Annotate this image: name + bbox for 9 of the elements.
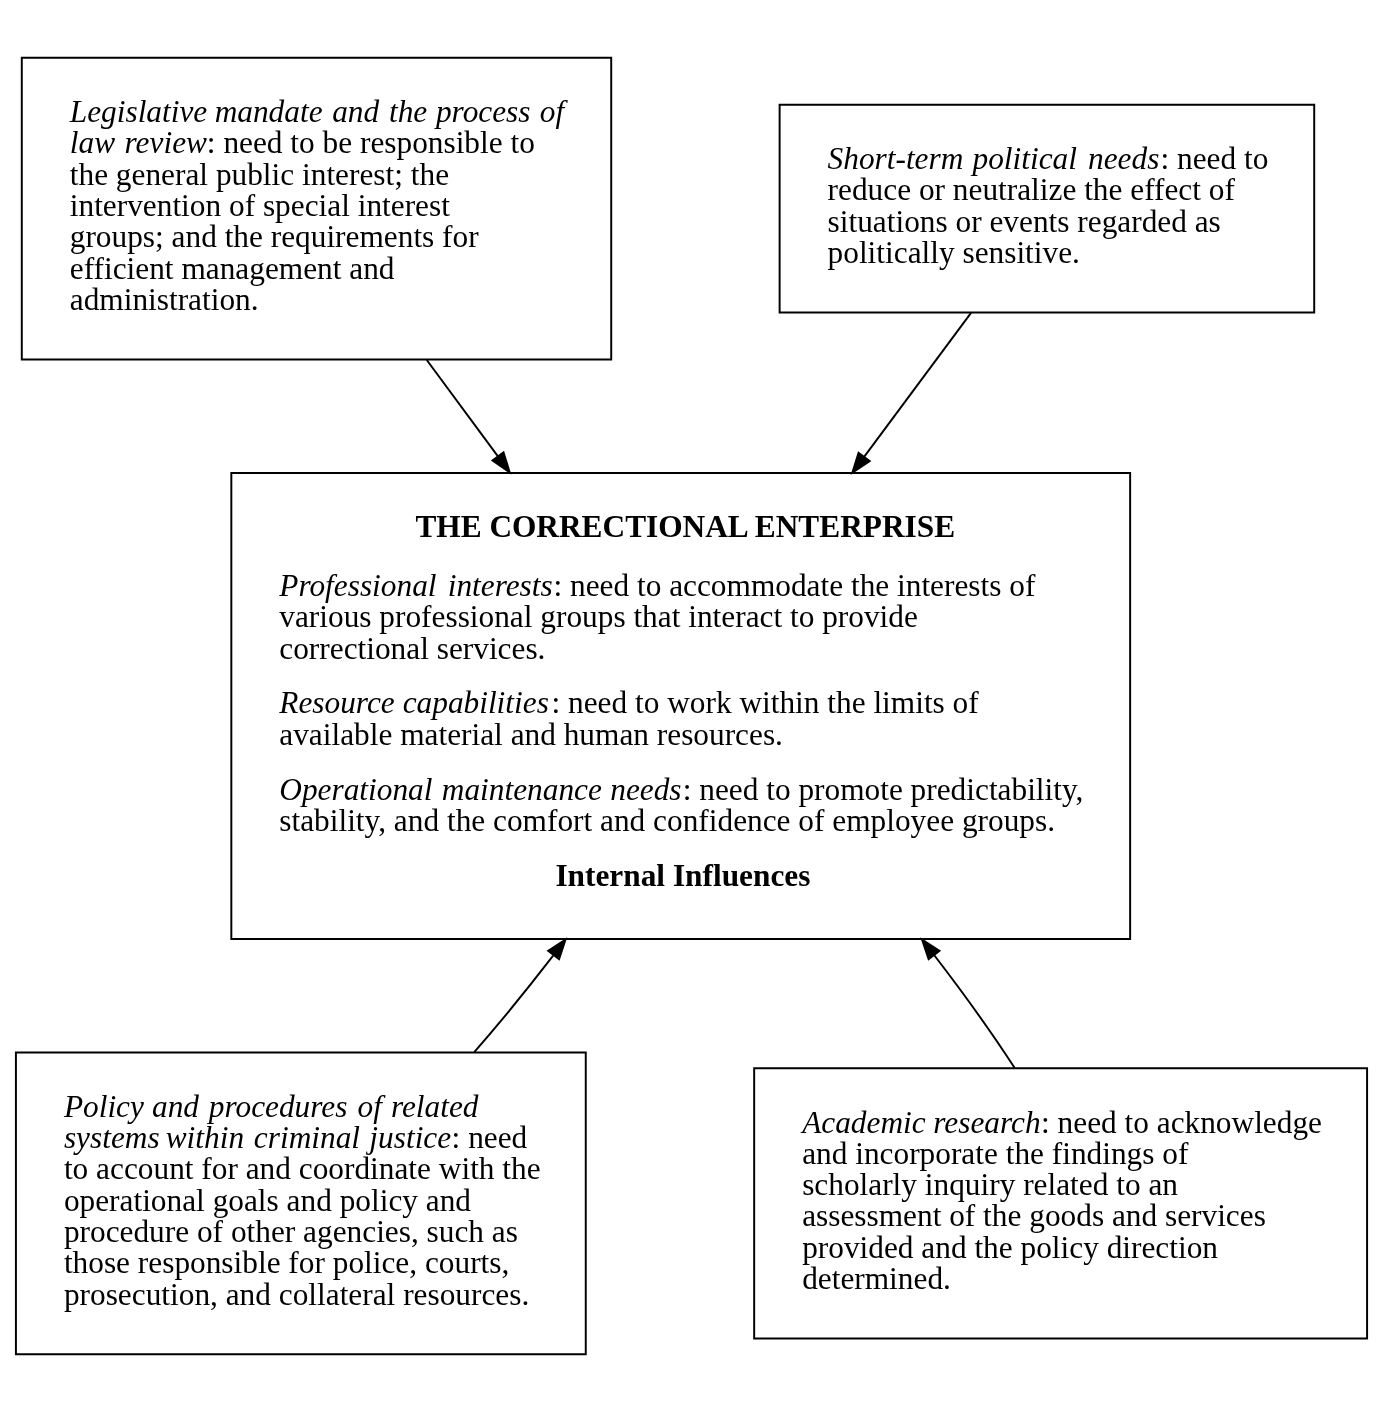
node-box: Short-term political needs: need to reduce or neutralize the effect of situations or events regarded as politically sensitive.: [778, 103, 1316, 314]
node-box: Legislative mandate and the process of law review: need to be responsible to the general public interest; the intervention of special interest groups; and the requirements for efficient management and administration.: [20, 56, 613, 361]
node-box: Policy and procedures of related systems within criminal justice: need to account for and coordinate with the operational goals and policy and procedure of other agencies, such as those responsible for police, courts, prosecution, and collateral resources.: [14, 1051, 587, 1356]
node-box: THE CORRECTIONAL ENTERPRISE Professional interests: need to accommodate the interests of various professional groups that interact to provide correctional services. Resource capabilities: need to work within the limits of available material and human resources. Operational maintenance needs: need to promote predictability, stability, and the comfort and confidence of employee groups. Internal Influences: [230, 472, 1132, 940]
arrow: [920, 937, 1016, 1069]
arrow: [850, 311, 972, 476]
arrow: [425, 358, 512, 475]
node-box: Academic research: need to acknowledge and incorporate the findings of scholarly inquiry related to an assessment of the goods and services provided and the policy direction determined.: [753, 1067, 1369, 1340]
arrow: [473, 937, 568, 1054]
